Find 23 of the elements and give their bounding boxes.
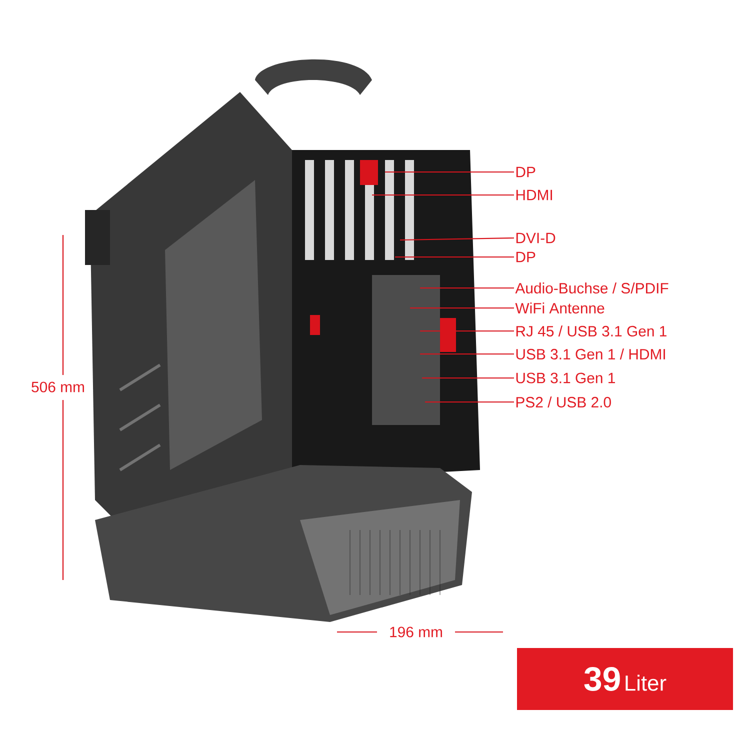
port-label: DP xyxy=(516,166,536,178)
port-label: HDMI xyxy=(516,190,552,200)
leader-line xyxy=(372,194,514,196)
port-label: RJ 45 / USB 3.1 Gen 1 xyxy=(516,326,666,336)
volume-badge: 39 Liter xyxy=(517,648,734,710)
leader-line xyxy=(420,330,514,332)
port-label: DP xyxy=(516,252,536,262)
leader-line xyxy=(410,307,514,309)
leader-line xyxy=(420,287,514,289)
leader-line xyxy=(425,401,514,403)
leader-line xyxy=(422,377,514,379)
leader-line xyxy=(400,237,514,241)
port-label: WiFi Antenne xyxy=(515,302,604,314)
dimension-label: 196 mm xyxy=(390,626,442,638)
port-label: DVI-D xyxy=(516,232,556,244)
dimension-label: 506 mm xyxy=(32,382,84,392)
port-label: Audio-Buchse / S/PDIF xyxy=(515,282,668,294)
port-label: USB 3.1 Gen 1 xyxy=(516,372,615,384)
leader-line xyxy=(385,171,514,173)
port-label: USB 3.1 Gen 1 / HDMI xyxy=(516,348,665,360)
leader-line xyxy=(395,256,514,258)
leader-line xyxy=(420,353,514,355)
port-label: PS2 / USB 2.0 xyxy=(516,396,611,408)
